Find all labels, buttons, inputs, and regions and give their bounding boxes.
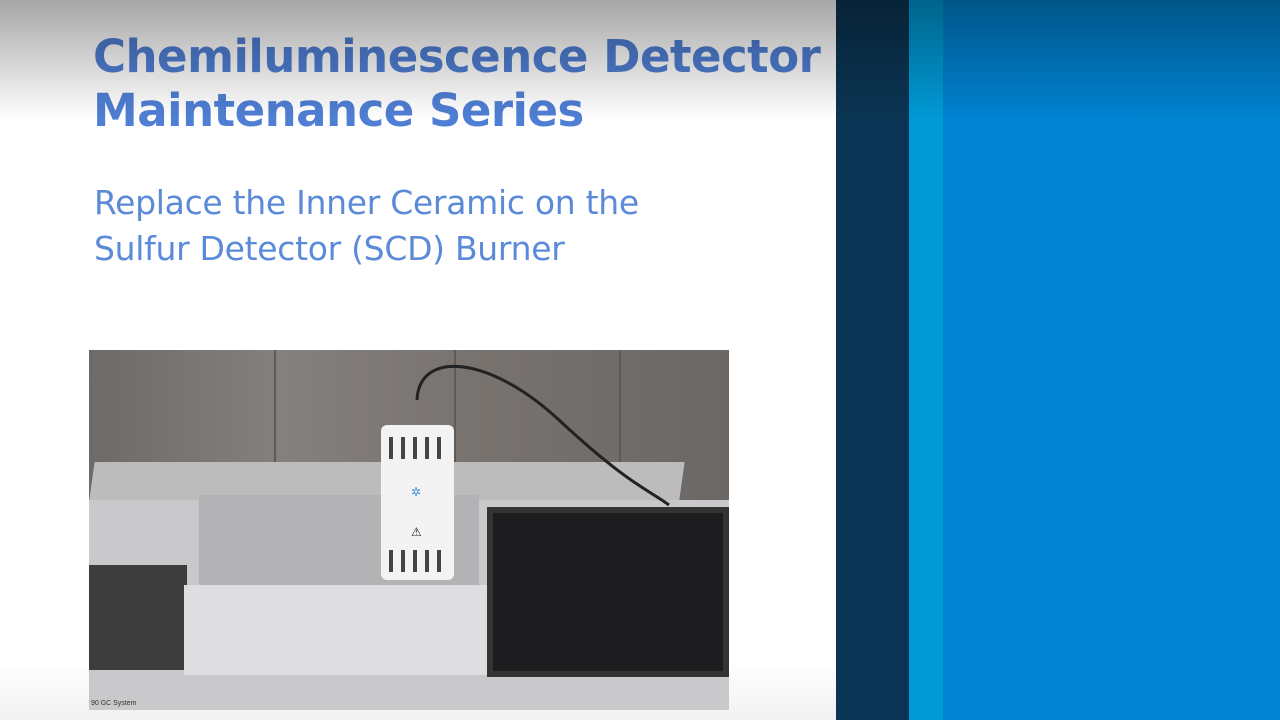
slide: Chemiluminescence Detector Maintenance S… xyxy=(0,30,836,720)
instrument-photo: ✲ ⚠ 90 GC System xyxy=(89,350,729,710)
stripe-blue xyxy=(943,0,1280,720)
title-line-2: Maintenance Series xyxy=(93,84,584,137)
warning-icon: ⚠ xyxy=(411,525,422,539)
photo-caption: 90 GC System xyxy=(91,700,137,707)
stripe-navy xyxy=(836,0,909,720)
wall-seam xyxy=(619,350,621,470)
gc-front-panel xyxy=(184,585,494,675)
subtitle-line-2: Sulfur Detector (SCD) Burner xyxy=(94,229,565,268)
wall-seam xyxy=(274,350,276,470)
touchscreen-display xyxy=(487,507,729,677)
subtitle-line-1: Replace the Inner Ceramic on the xyxy=(94,183,639,222)
wall-seam xyxy=(454,350,456,470)
agilent-logo-icon: ✲ xyxy=(411,485,422,499)
gc-open-compartment xyxy=(89,565,187,670)
slide-title: Chemiluminescence Detector Maintenance S… xyxy=(93,30,821,138)
title-line-1: Chemiluminescence Detector xyxy=(93,30,821,83)
detector-cable xyxy=(415,364,670,507)
slide-subtitle: Replace the Inner Ceramic on the Sulfur … xyxy=(94,180,639,272)
stripe-cyan xyxy=(909,0,943,720)
scd-burner-housing: ✲ ⚠ xyxy=(381,425,454,580)
